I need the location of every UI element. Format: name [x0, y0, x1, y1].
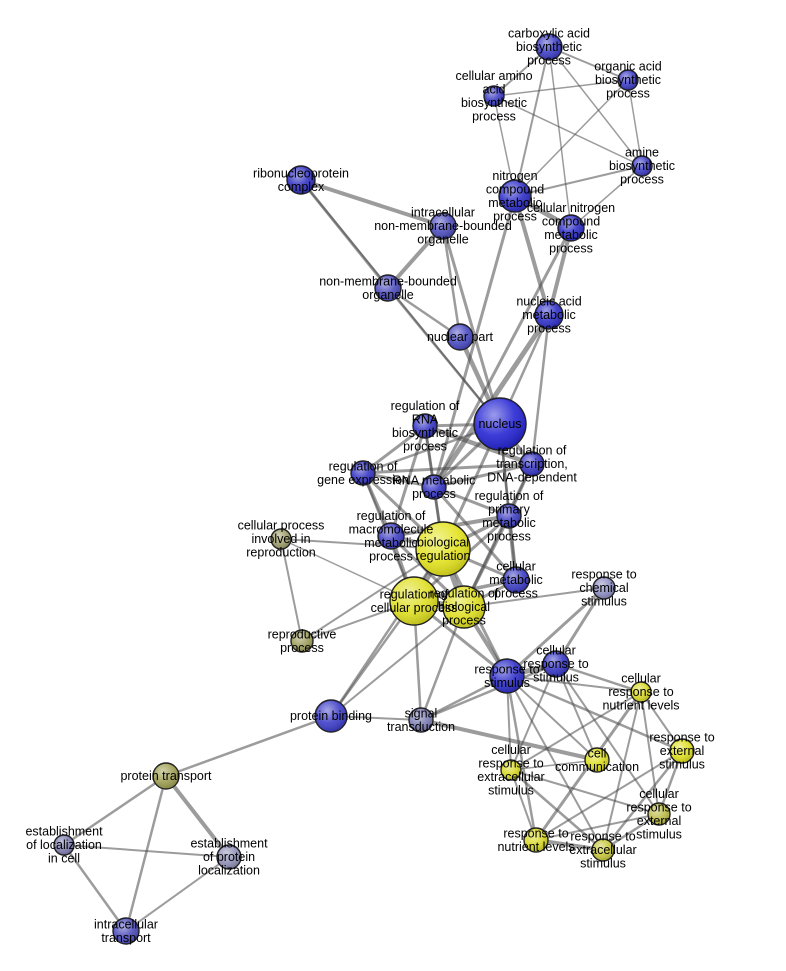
- graph-edge-carboxylic_acid_biosynthetic_process--organic_acid_biosynthetic_process: [548, 46, 629, 81]
- graph-edge-establishment_of_localization_in_cell--establishment_of_protein_localization: [63, 844, 230, 858]
- graph-edge-cellular_response_to_extracellular_stimulus--response_to_extracellular_stimulus: [510, 769, 604, 851]
- graph-edge-organic_acid_biosynthetic_process--nitrogen_compound_metabolic_process: [514, 79, 629, 197]
- graph-edge-cellular_response_to_stimulus--response_to_chemical_stimulus: [554, 587, 606, 665]
- graph-edge-response_to_nutrient_levels--cellular_response_to_external_stimulus: [535, 813, 660, 841]
- graph-edge-regulation_of_transcription_dna_dependent--regulation_of_gene_expression: [362, 462, 533, 475]
- graph-edge-nitrogen_compound_metabolic_process--nucleic_acid_metabolic_process: [513, 195, 551, 316]
- graph-edge-protein_transport--intracellular_transport: [124, 775, 168, 932]
- graph-edge-cellular_amino_acid_biosynthetic_process--nitrogen_compound_metabolic_process: [493, 95, 516, 197]
- graph-edge-protein_transport--establishment_of_localization_in_cell: [63, 774, 167, 847]
- graph-edge-rna_metabolic_process--regulation_of_primary_metabolic_process: [433, 485, 510, 518]
- graph-edge-response_to_stimulus--response_to_chemical_stimulus: [505, 586, 606, 678]
- graph-edge-nucleic_acid_metabolic_process--regulation_of_transcription_dna_dependent: [530, 314, 551, 465]
- graph-edge-organic_acid_biosynthetic_process--amine_biosynthetic_process: [627, 79, 643, 167]
- graph-edge-cellular_response_to_extracellular_stimulus--cellular_response_to_external_stimulus: [510, 769, 660, 815]
- graph-edge-establishment_of_protein_localization--intracellular_transport: [125, 856, 230, 932]
- graph-edge-nitrogen_compound_metabolic_process--rna_metabolic_process: [432, 195, 517, 488]
- node-label-nuclear_part: nuclear part: [427, 330, 494, 344]
- graph-edge-cellular_response_to_nutrient_levels--cellular_response_to_extracellular_stimulus: [510, 691, 642, 771]
- graph-edge-organic_acid_biosynthetic_process--cellular_amino_acid_biosynthetic_process: [493, 79, 629, 97]
- node-label-protein_transport: protein transport: [120, 769, 212, 783]
- graph-edge-intracellular_non_membrane_bounded_organelle--nuclear_part: [441, 225, 462, 338]
- nodes-layer: [53, 33, 695, 945]
- graph-edge-cellular_response_to_stimulus--cellular_response_to_extracellular_stimulus: [510, 663, 557, 771]
- graph-edge-protein_binding--protein_transport: [165, 714, 332, 778]
- graph-edge-cell_communication--cellular_response_to_extracellular_stimulus: [510, 759, 598, 771]
- graph-edge-cellular_nitrogen_compound_metabolic_process--rna_metabolic_process: [432, 227, 573, 488]
- graph-edge-cellular_response_to_nutrient_levels--cellular_response_to_external_stimulus: [640, 691, 660, 815]
- graph-edge-cellular_response_to_stimulus--cellular_response_to_nutrient_levels: [555, 662, 642, 694]
- graph-edge-amine_biosynthetic_process--nitrogen_compound_metabolic_process: [514, 165, 643, 197]
- graph-edge-regulation_of_transcription_dna_dependent--rna_metabolic_process: [433, 462, 533, 489]
- graph-edge-cellular_response_to_stimulus--cell_communication: [555, 663, 598, 761]
- graph-edge-intracellular_non_membrane_bounded_organelle--nucleus: [441, 225, 502, 425]
- graph-edge-cellular_process_involved_in_reproduction--reproductive_process: [280, 538, 303, 642]
- graph-edge-establishment_of_localization_in_cell--intracellular_transport: [62, 844, 128, 932]
- graph-edge-cellular_nitrogen_compound_metabolic_process--nucleic_acid_metabolic_process: [547, 227, 573, 316]
- graph-edge-response_to_stimulus--response_to_external_stimulus: [506, 674, 683, 753]
- node-label-nucleus: nucleus: [478, 417, 521, 431]
- node-label-protein_binding: protein binding: [290, 709, 372, 723]
- edges-layer: [62, 46, 684, 932]
- graph-edge-response_to_external_stimulus--response_to_nutrient_levels: [535, 750, 683, 841]
- graph-edge-ribonucleoprotein_complex--intracellular_non_membrane_bounded_organelle: [300, 178, 444, 228]
- graph-edge-carboxylic_acid_biosynthetic_process--amine_biosynthetic_process: [548, 46, 643, 167]
- graph-edge-response_to_stimulus--response_to_extracellular_stimulus: [506, 675, 604, 851]
- graph-edge-protein_binding--biological_regulation: [329, 548, 445, 717]
- graph-edge-response_to_stimulus--cellular_response_to_nutrient_levels: [506, 675, 642, 693]
- graph-edge-response_to_external_stimulus--response_to_extracellular_stimulus: [602, 750, 683, 851]
- graph-edge-response_to_stimulus--response_to_nutrient_levels: [505, 675, 538, 841]
- graph-edge-response_to_chemical_stimulus--regulation_of_biological_process: [463, 587, 605, 608]
- graph-edge-signal_transduction--cellular_response_to_stimulus: [420, 662, 557, 722]
- graph-edge-carboxylic_acid_biosynthetic_process--nitrogen_compound_metabolic_process: [514, 46, 550, 197]
- graph-edge-cellular_amino_acid_biosynthetic_process--amine_biosynthetic_process: [493, 95, 643, 167]
- graph-edge-protein_transport--establishment_of_protein_localization: [164, 774, 231, 859]
- graph-edge-carboxylic_acid_biosynthetic_process--cellular_nitrogen_compound_metabolic_process: [548, 46, 572, 229]
